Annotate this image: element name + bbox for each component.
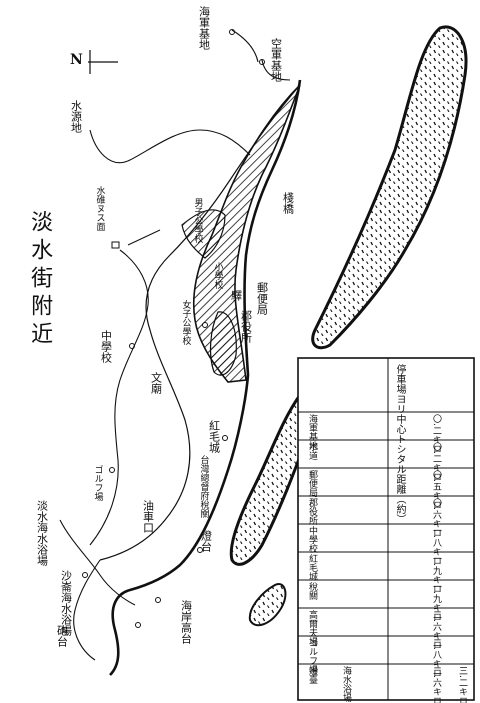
label-girls-school: 女子公學校 (180, 300, 191, 345)
point-marker (82, 572, 88, 578)
point-marker (197, 547, 203, 553)
point-marker (135, 622, 141, 628)
label-fort-castle: 紅毛城 (207, 420, 221, 453)
table-row-dist: 二.六キロ (431, 610, 441, 649)
road-southwest (73, 559, 101, 661)
label-slope: 水碓ヌス面 (94, 186, 105, 231)
table-row-dist: 〇.五キロ (431, 470, 441, 509)
table-row-dist: 一.九キロ (431, 582, 441, 621)
point-marker (222, 435, 228, 441)
label-customs: 台灣總督府稅關 (198, 455, 209, 518)
table-row-name: 郵便局 (307, 470, 317, 497)
town-area (192, 84, 301, 383)
road-top (261, 59, 291, 81)
label-lighthouse: 燈台 (199, 530, 213, 552)
town-area-3 (209, 311, 237, 376)
road-top-2 (231, 29, 259, 63)
label-beach-2: 沙崙海水浴場 (59, 570, 73, 636)
label-beach-1: 淡水海水浴場 (35, 500, 49, 566)
table-row-name: 海軍基地 (307, 414, 317, 450)
table-row-dist: 三.二キロ (457, 666, 467, 703)
table-row-name: ゴルフ場 (307, 638, 317, 674)
table-row-name: 高爾夫場 (307, 610, 317, 646)
building-marker (111, 241, 120, 249)
label-post-office: 郵便局 (255, 282, 269, 315)
table-header: 停車場ヨリ中心トシタル距離（約） (394, 364, 405, 524)
road-north (89, 129, 251, 164)
table-row-dist: 〇.二キロ (431, 442, 441, 481)
table-row-name: 水道 (307, 442, 317, 460)
town-area-2 (181, 209, 226, 259)
label-district-office: 郡役所 (239, 310, 253, 343)
table-row-name: 稅關 (307, 582, 317, 600)
label-guard-hill: 海岸高台 (179, 600, 193, 644)
label-middle-school: 中學校 (99, 330, 113, 363)
label-boys-school: 男子公學校 (192, 198, 203, 243)
road-main (99, 84, 301, 561)
label-primary-school: 小學校 (212, 262, 223, 289)
road-inland (89, 249, 149, 546)
label-pier: 棧橋 (281, 192, 295, 214)
sandbar-island-3 (248, 583, 287, 627)
table-row-dist: 二.六キロ (431, 666, 441, 703)
sandbar-island (311, 25, 468, 350)
point-marker (109, 467, 115, 473)
point-marker (229, 29, 235, 35)
label-temple: 文廟 (149, 372, 163, 394)
distance-table (297, 357, 475, 701)
table-row-name: 燈臺 (307, 666, 317, 684)
north-label: N (70, 52, 83, 68)
label-village: 油車口 (141, 500, 155, 533)
label-fort: 砲台 (55, 625, 69, 647)
label-water-source: 水源地 (69, 100, 83, 133)
table-row-name: 紅毛城 (307, 554, 317, 581)
table-row-dist: 一.八キロ (431, 526, 441, 565)
label-air-base: 空軍基地 (269, 38, 283, 82)
point-marker (129, 343, 135, 349)
slope-line (127, 229, 161, 246)
table-row-dist: 〇.二キロ (431, 414, 441, 453)
point-marker (202, 322, 208, 328)
table-row-name: 中學校 (307, 526, 317, 553)
point-marker (155, 597, 161, 603)
table-row-dist: 二.八キロ (431, 638, 441, 677)
road-west (59, 519, 136, 606)
point-marker (259, 59, 265, 65)
river-bank (109, 79, 302, 676)
table-row-name: 海水浴場 (341, 666, 351, 702)
label-station: 驛 (229, 290, 243, 301)
table-row-name: 郡役所 (307, 498, 317, 525)
label-navy-base: 海軍基地 (197, 6, 211, 50)
table-row-dist: 一.九キロ (431, 554, 441, 593)
table-row-dist: 〇.六キロ (431, 498, 441, 537)
label-golf: ゴルフ場 (92, 465, 103, 501)
map-title: 淡水街附近 (27, 210, 53, 350)
